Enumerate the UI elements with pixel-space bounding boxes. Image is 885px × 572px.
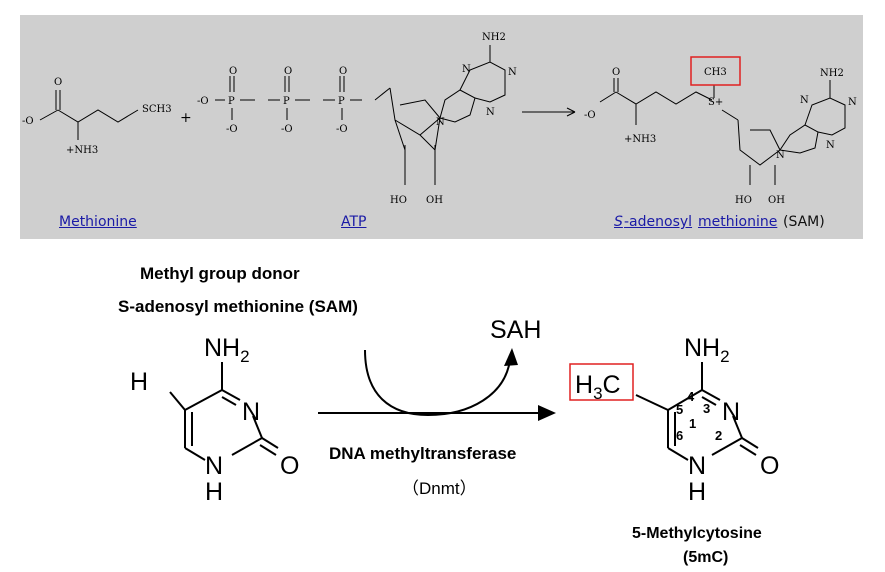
product-abbreviation: (5mC) bbox=[683, 549, 728, 566]
sam-sulfonium: S+ bbox=[708, 97, 723, 108]
product-carbonyl-oxygen: O bbox=[760, 452, 779, 480]
cytosine-c5-hydrogen: H bbox=[130, 368, 148, 396]
ring-position-5: 5 bbox=[676, 402, 683, 417]
atp-n7: N bbox=[462, 64, 471, 75]
atp-2-hydroxyl: HO bbox=[390, 195, 407, 206]
atp-amino: NH2 bbox=[482, 32, 506, 43]
atp-anion-gamma: -O bbox=[226, 124, 238, 135]
sam-adenosyl-link[interactable]: -adenosyl bbox=[624, 214, 693, 230]
sah-label: SAH bbox=[490, 316, 541, 344]
product-n1-hydrogen: H bbox=[688, 478, 706, 506]
sam-curved-arrowhead bbox=[504, 348, 518, 366]
ring-position-2: 2 bbox=[715, 428, 722, 443]
cytosine-carbonyl-oxygen: O bbox=[280, 452, 299, 480]
cytosine-amino: NH2 bbox=[204, 334, 250, 366]
sam-curved-arrow bbox=[364, 349, 511, 417]
cytosine-n1-hydrogen: H bbox=[205, 478, 223, 506]
atp-phosphate-skeleton bbox=[215, 45, 506, 185]
methionine-link[interactable]: Methionine bbox=[59, 214, 137, 230]
sam-methyl: CH3 bbox=[704, 67, 727, 78]
atp-link[interactable]: ATP bbox=[341, 214, 367, 230]
product-amino: NH2 bbox=[684, 334, 730, 366]
atp-phosphorus-beta: P bbox=[283, 96, 290, 107]
product-methyl: H3C bbox=[575, 371, 621, 403]
atp-phosphorus-alpha: P bbox=[338, 96, 345, 107]
atp-n3: N bbox=[486, 107, 495, 118]
sam-methionine-link[interactable]: methionine bbox=[698, 214, 778, 230]
product-n3: N bbox=[722, 398, 740, 426]
methionine-skeleton bbox=[39, 90, 139, 140]
atp-oxo-gamma: O bbox=[229, 66, 237, 77]
sam-s-link[interactable]: S bbox=[614, 214, 623, 230]
sam-methyl-highlight bbox=[690, 56, 741, 86]
donor-label-line2: S-adenosyl methionine (SAM) bbox=[118, 297, 358, 316]
cytosine-n1: N bbox=[205, 452, 223, 480]
sam-n9: N bbox=[776, 150, 785, 161]
plus-sign: + bbox=[180, 110, 192, 126]
methylcytosine-skeleton bbox=[635, 362, 759, 461]
ring-position-6: 6 bbox=[676, 428, 683, 443]
methionine-amino: +NH3 bbox=[66, 145, 98, 156]
sam-oxygen: O bbox=[612, 67, 620, 78]
enzyme-label: DNA methyltransferase bbox=[329, 444, 516, 463]
atp-phosphorus-gamma: P bbox=[228, 96, 235, 107]
atp-3-hydroxyl: OH bbox=[426, 195, 443, 206]
atp-anion-beta: -O bbox=[281, 124, 293, 135]
atp-terminal-oxygen-left: -O bbox=[197, 96, 209, 107]
atp-oxo-alpha: O bbox=[339, 66, 347, 77]
methyl-group-highlight bbox=[569, 363, 634, 401]
sam-amino: +NH3 bbox=[624, 134, 656, 145]
sam-n1: N bbox=[848, 97, 857, 108]
atp-n9: N bbox=[436, 117, 445, 128]
enzyme-abbreviation: （Dnmt） bbox=[402, 479, 477, 498]
top-reaction-arrow bbox=[522, 107, 576, 117]
product-n1: N bbox=[688, 452, 706, 480]
methionine-oxygen: O bbox=[54, 77, 62, 88]
ring-position-4: 4 bbox=[687, 389, 695, 404]
methionine-sch3: SCH3 bbox=[142, 104, 172, 115]
reaction-panel-background bbox=[20, 15, 863, 239]
atp-anion-alpha: -O bbox=[336, 124, 348, 135]
product-name: 5-Methylcytosine bbox=[632, 525, 762, 542]
sam-carboxylate-oxygen: -O bbox=[584, 110, 596, 121]
sam-adenine-amino: NH2 bbox=[820, 68, 844, 79]
ring-position-1: 1 bbox=[689, 416, 696, 431]
atp-n1: N bbox=[508, 67, 517, 78]
cytosine-n3: N bbox=[242, 398, 260, 426]
sam-3-hydroxyl: OH bbox=[768, 195, 785, 206]
donor-label-line1: Methyl group donor bbox=[140, 264, 300, 283]
methionine-carboxylate-oxygen: -O bbox=[22, 116, 34, 127]
sam-skeleton bbox=[599, 78, 846, 185]
cytosine-skeleton bbox=[169, 362, 279, 461]
sam-n7: N bbox=[800, 95, 809, 106]
main-arrowhead bbox=[538, 405, 556, 421]
sam-abbreviation: (SAM) bbox=[783, 214, 825, 230]
ring-position-3: 3 bbox=[703, 401, 710, 416]
sam-n3: N bbox=[826, 140, 835, 151]
sam-2-hydroxyl: HO bbox=[735, 195, 752, 206]
atp-oxo-beta: O bbox=[284, 66, 292, 77]
